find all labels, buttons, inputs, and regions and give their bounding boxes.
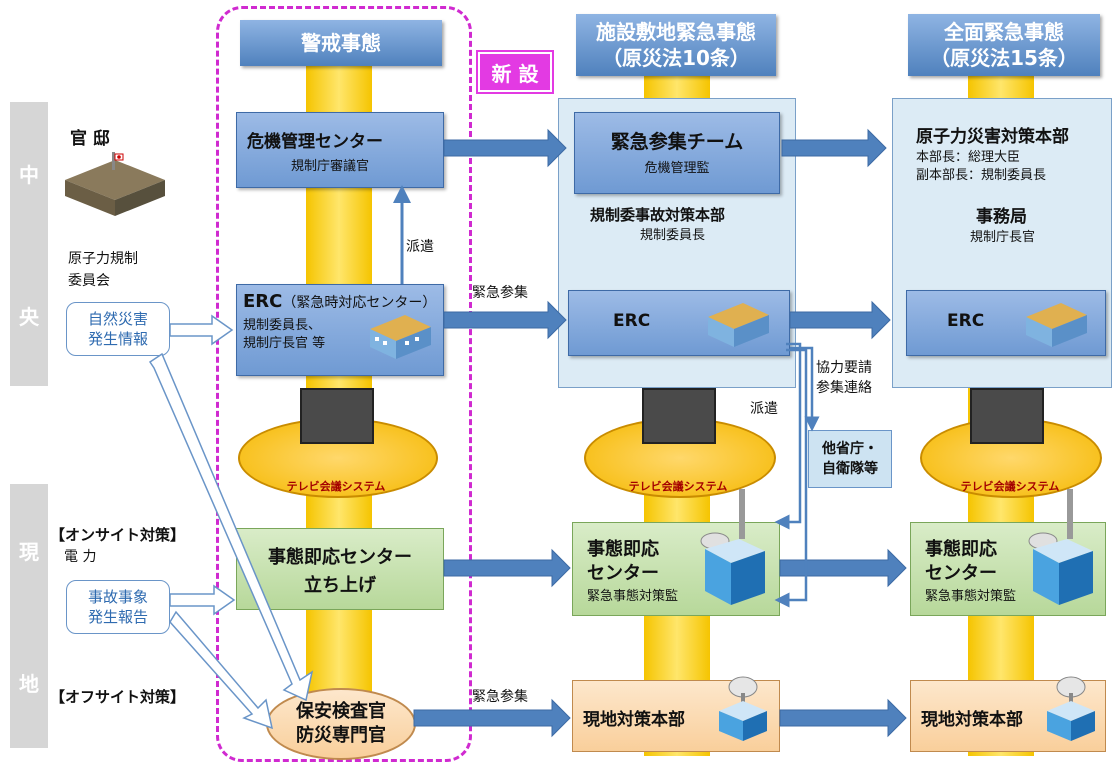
dispatch-label: 派遣 <box>406 239 434 255</box>
central-char-2: 央 <box>19 304 39 329</box>
denryoku-label: 電 力 <box>64 549 97 565</box>
other-ministries-box: 他省庁・ 自衛隊等 <box>808 430 892 488</box>
kantei-label: 官 邸 <box>70 129 110 149</box>
tv-screen-icon <box>970 388 1044 444</box>
erc-building-icon <box>370 315 431 359</box>
general-hq-title: 原子力災害対策本部 <box>916 127 1069 147</box>
site-hq-sub: 規制委員長 <box>640 228 706 243</box>
general-hq-chief: 本部長：総理大臣 <box>916 150 1021 165</box>
tv-screen-icon <box>642 388 716 444</box>
erc-site-box: ERC <box>568 290 790 356</box>
alert-header: 警戒事態 <box>240 20 442 66</box>
tv-label-2: テレビ会議システム <box>628 480 728 493</box>
onsite-label: 【オンサイト対策】 <box>50 526 186 544</box>
tv-label-1: テレビ会議システム <box>286 480 386 493</box>
satellite-dish-icon <box>1047 676 1095 741</box>
local-side-bar: 現 地 <box>10 484 48 748</box>
dispatch-2-label: 派遣 <box>750 401 778 417</box>
disaster-info-callout: 自然災害 発生情報 <box>66 302 170 356</box>
general-hq-vice: 副本部長：規制委員長 <box>916 168 1047 183</box>
satellite-dish-icon <box>719 676 767 741</box>
central-side-bar: 中 央 <box>10 102 48 386</box>
office-tower-icon <box>1028 489 1093 605</box>
offsite-label: 【オフサイト対策】 <box>50 688 186 706</box>
erc-alert-paren: （緊急時対応センター） <box>282 295 437 311</box>
response-center-site-box: 事態即応 センター 緊急事態対策監 <box>572 489 780 616</box>
local-char-2: 地 <box>19 671 39 696</box>
new-badge: 新 設 <box>478 52 552 92</box>
arrow-localhq-to-localhq <box>779 698 907 738</box>
kinkyu-sanshu-label-2: 緊急参集 <box>472 689 528 705</box>
arrow-resp-to-resp-2 <box>779 548 907 588</box>
response-center-general-box: 事態即応 センター 緊急事態対策監 <box>910 489 1106 616</box>
erc-building-icon <box>1026 303 1087 347</box>
crisis-center-box: 危機管理センター 規制庁審議官 <box>236 112 444 188</box>
erc-alert-title: ERC <box>243 291 283 312</box>
erc-general-box: ERC <box>906 290 1106 356</box>
general-header: 全面緊急事態 （原災法15条） <box>908 14 1100 76</box>
erc-building-icon <box>708 303 769 347</box>
accident-report-callout: 事故事象 発生報告 <box>66 580 170 634</box>
secretariat-sub: 規制庁長官 <box>970 230 1036 245</box>
secretariat-title: 事務局 <box>976 207 1027 227</box>
kinkyu-sanshu-label-1: 緊急参集 <box>472 285 528 301</box>
response-center-alert-box: 事態即応センター 立ち上げ <box>236 528 444 610</box>
erc-alert-box: ERC（緊急時対応センター） 規制委員長、 規制庁長官 等 <box>236 284 444 376</box>
inspector-circle: 保安検査官 防災専門官 <box>266 688 416 760</box>
cooperation-label: 協力要請 参集連絡 <box>816 360 872 396</box>
office-tower-icon <box>700 489 765 605</box>
tv-label-3: テレビ会議システム <box>960 480 1060 493</box>
arrow-team-to-hq <box>781 128 887 168</box>
tv-screen-icon <box>300 388 374 444</box>
central-char-1: 中 <box>19 162 39 187</box>
nra-label: 原子力規制 委員会 <box>68 251 138 289</box>
arrow-erc-to-erc-2 <box>789 300 891 340</box>
local-hq-site-box: 現地対策本部 <box>572 676 780 752</box>
local-hq-general-box: 現地対策本部 <box>910 676 1106 752</box>
site-header: 施設敷地緊急事態 （原災法10条） <box>576 14 776 76</box>
emergency-team-box: 緊急参集チーム 危機管理監 <box>574 112 780 194</box>
local-char-1: 現 <box>19 539 39 564</box>
kantei-building-icon <box>65 152 165 216</box>
site-hq-title: 規制委事故対策本部 <box>590 206 726 224</box>
